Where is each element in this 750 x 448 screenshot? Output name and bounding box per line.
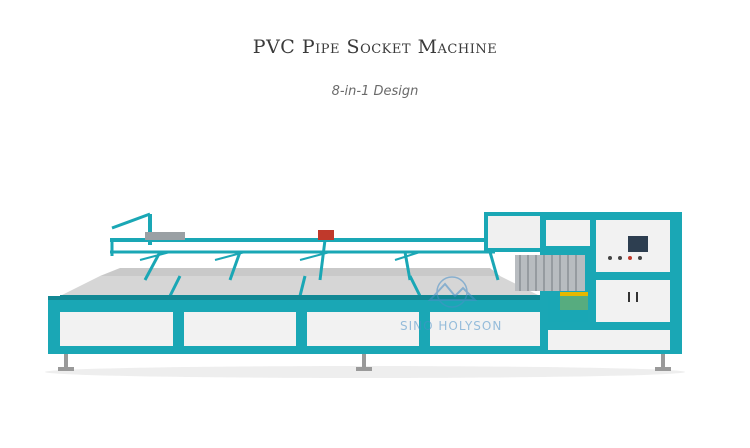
socket-unit xyxy=(484,212,682,354)
page-subtitle: 8-in-1 Design xyxy=(331,84,419,99)
clamp-block xyxy=(145,232,185,240)
red-cable xyxy=(318,230,334,240)
page-title: PVC Pipe Socket Machine xyxy=(252,36,498,58)
watermark-logo: SINO HOLYSON xyxy=(400,276,502,333)
control-screen xyxy=(628,236,648,252)
watermark-text: SINO HOLYSON xyxy=(400,319,502,333)
base-frame xyxy=(48,296,548,354)
machine-feet xyxy=(58,354,671,371)
upper-rail-frame xyxy=(110,212,500,281)
conveyor-table xyxy=(60,268,540,297)
